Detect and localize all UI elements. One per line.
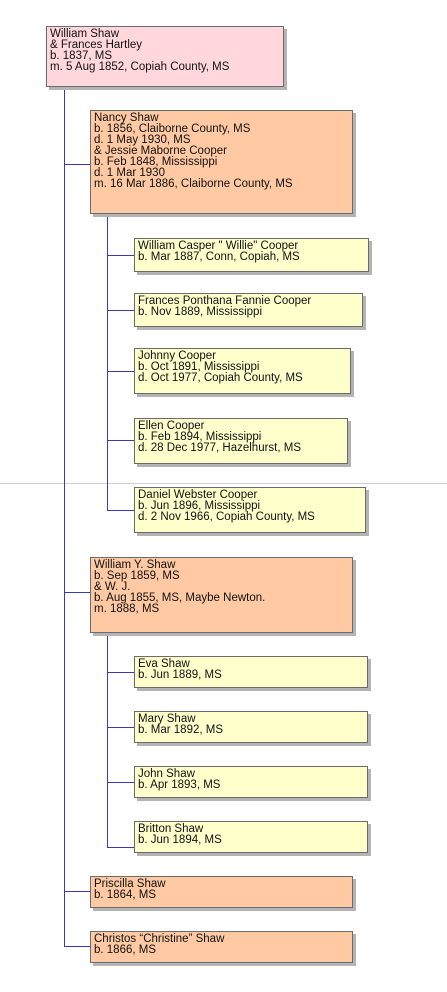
connector-child-2: [64, 592, 90, 593]
birth-info: b. Jun 1896, Mississippi: [138, 500, 261, 512]
connector-william-child-2: [107, 727, 134, 728]
birth-info: b. Apr 1893, MS: [138, 779, 221, 791]
connector-william-child-3: [107, 782, 134, 783]
person-box-nancy-shaw: Nancy Shaw b. 1856, Claiborne County, MS…: [90, 110, 353, 214]
person-name: Eva Shaw: [138, 658, 190, 670]
birth-info: b. 1837, MS: [50, 50, 113, 62]
connector-nancy-trunk: [107, 214, 108, 511]
person-box-john-shaw: John Shaw b. Apr 1893, MS: [134, 766, 368, 798]
person-box-christos-christine-shaw: Christos “Christine” Shaw b. 1866, MS: [90, 931, 353, 963]
birth-info: b. Nov 1889, Mississippi: [138, 306, 262, 318]
person-name: William Shaw: [50, 28, 120, 40]
connector-nancy-child-2: [107, 310, 134, 311]
person-name: Daniel Webster Cooper: [138, 489, 258, 501]
connector-william-trunk: [107, 633, 108, 848]
connector-william-child-1: [107, 672, 134, 673]
person-name: Nancy Shaw: [94, 112, 159, 124]
marriage-info: m. 5 Aug 1852, Copiah County, MS: [50, 61, 230, 73]
person-name: Ellen Cooper: [138, 420, 205, 432]
spouse-name: & Frances Hartley: [50, 39, 143, 51]
birth-info: b. Oct 1891, Mississippi: [138, 361, 260, 373]
connector-nancy-child-4: [107, 440, 134, 441]
person-box-priscilla-shaw: Priscilla Shaw b. 1864, MS: [90, 876, 353, 908]
birth-info: b. Sep 1859, MS: [94, 570, 180, 582]
connector-nancy-child-5: [107, 510, 134, 511]
death-info: d. Oct 1977, Copiah County, MS: [138, 372, 303, 384]
person-name: Frances Ponthana Fannie Cooper: [138, 295, 312, 307]
spouse-name: & Jessie Maborne Cooper: [94, 145, 227, 157]
birth-info: b. Jun 1894, MS: [138, 834, 222, 846]
birth-info: b. Mar 1892, MS: [138, 724, 224, 736]
connector-nancy-child-3: [107, 371, 134, 372]
person-name: William Y. Shaw: [94, 559, 176, 571]
spouse-birth-info: b. Aug 1855, MS, Maybe Newton.: [94, 592, 266, 604]
person-name: Britton Shaw: [138, 823, 204, 835]
person-name: Priscilla Shaw: [94, 878, 166, 890]
connector-nancy-child-1: [107, 255, 134, 256]
spouse-death-info: d. 1 Mar 1930: [94, 167, 165, 179]
person-box-johnny-cooper: Johnny Cooper b. Oct 1891, Mississippi d…: [134, 348, 351, 394]
marriage-info: m. 16 Mar 1886, Claiborne County, MS: [94, 178, 293, 190]
connector-child-3: [64, 891, 90, 892]
person-box-frances-ponthana-fannie-cooper: Frances Ponthana Fannie Cooper b. Nov 18…: [134, 293, 363, 327]
death-info: d. 28 Dec 1977, Hazelhurst, MS: [138, 442, 301, 454]
birth-info: b. 1866, MS: [94, 944, 157, 956]
marriage-info: m. 1888, MS: [94, 603, 160, 615]
person-box-william-shaw: William Shaw & Frances Hartley b. 1837, …: [46, 26, 284, 87]
person-box-eva-shaw: Eva Shaw b. Jun 1889, MS: [134, 656, 368, 688]
birth-info: b. 1864, MS: [94, 889, 157, 901]
spouse-name: & W. J.: [94, 581, 131, 593]
person-box-daniel-webster-cooper: Daniel Webster Cooper b. Jun 1896, Missi…: [134, 487, 366, 533]
connector-child-1: [64, 164, 90, 165]
death-info: d. 2 Nov 1966, Copiah County, MS: [138, 511, 315, 523]
person-box-ellen-cooper: Ellen Cooper b. Feb 1894, Mississippi d.…: [134, 418, 348, 464]
birth-info: b. 1856, Claiborne County, MS: [94, 123, 251, 135]
person-box-william-y-shaw: William Y. Shaw b. Sep 1859, MS & W. J. …: [90, 557, 353, 633]
connector-william-child-4: [107, 847, 134, 848]
connector-root-trunk: [64, 87, 65, 947]
birth-info: b. Jun 1889, MS: [138, 669, 222, 681]
birth-info: b. Mar 1887, Conn, Copiah, MS: [138, 251, 300, 263]
person-name: Christos “Christine” Shaw: [94, 933, 225, 945]
spouse-birth-info: b. Feb 1848, Mississippi: [94, 156, 218, 168]
person-box-britton-shaw: Britton Shaw b. Jun 1894, MS: [134, 821, 368, 853]
person-name: Johnny Cooper: [138, 350, 216, 362]
person-box-mary-shaw: Mary Shaw b. Mar 1892, MS: [134, 711, 368, 743]
person-name: John Shaw: [138, 768, 195, 780]
death-info: d. 1 May 1930, MS: [94, 134, 191, 146]
person-box-william-casper-cooper: William Casper " Willie" Cooper b. Mar 1…: [134, 238, 369, 272]
person-name: William Casper " Willie" Cooper: [138, 240, 299, 252]
connector-child-4: [64, 946, 90, 947]
person-name: Mary Shaw: [138, 713, 196, 725]
page-divider: [0, 483, 447, 484]
birth-info: b. Feb 1894, Mississippi: [138, 431, 262, 443]
